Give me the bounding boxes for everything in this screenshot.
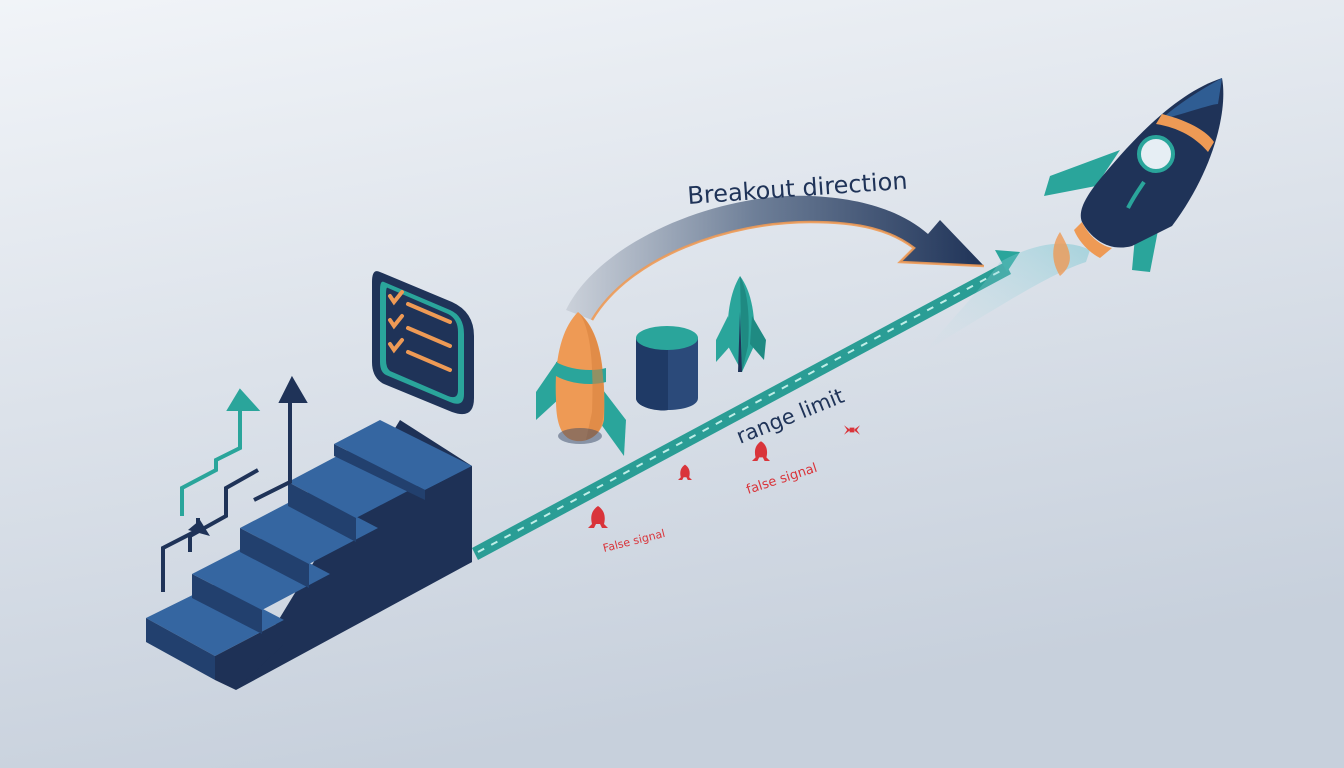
orange-rocket-icon [536, 312, 626, 456]
teal-rocket-icon [716, 276, 766, 372]
large-rocket-icon [924, 78, 1224, 352]
curved-arrow-icon [566, 195, 985, 321]
up-arrows-icon [161, 375, 308, 592]
cylinder-icon [636, 326, 698, 411]
false-signal-icon [588, 425, 860, 528]
checklist-icon [372, 271, 474, 415]
staircase-icon [146, 420, 472, 690]
